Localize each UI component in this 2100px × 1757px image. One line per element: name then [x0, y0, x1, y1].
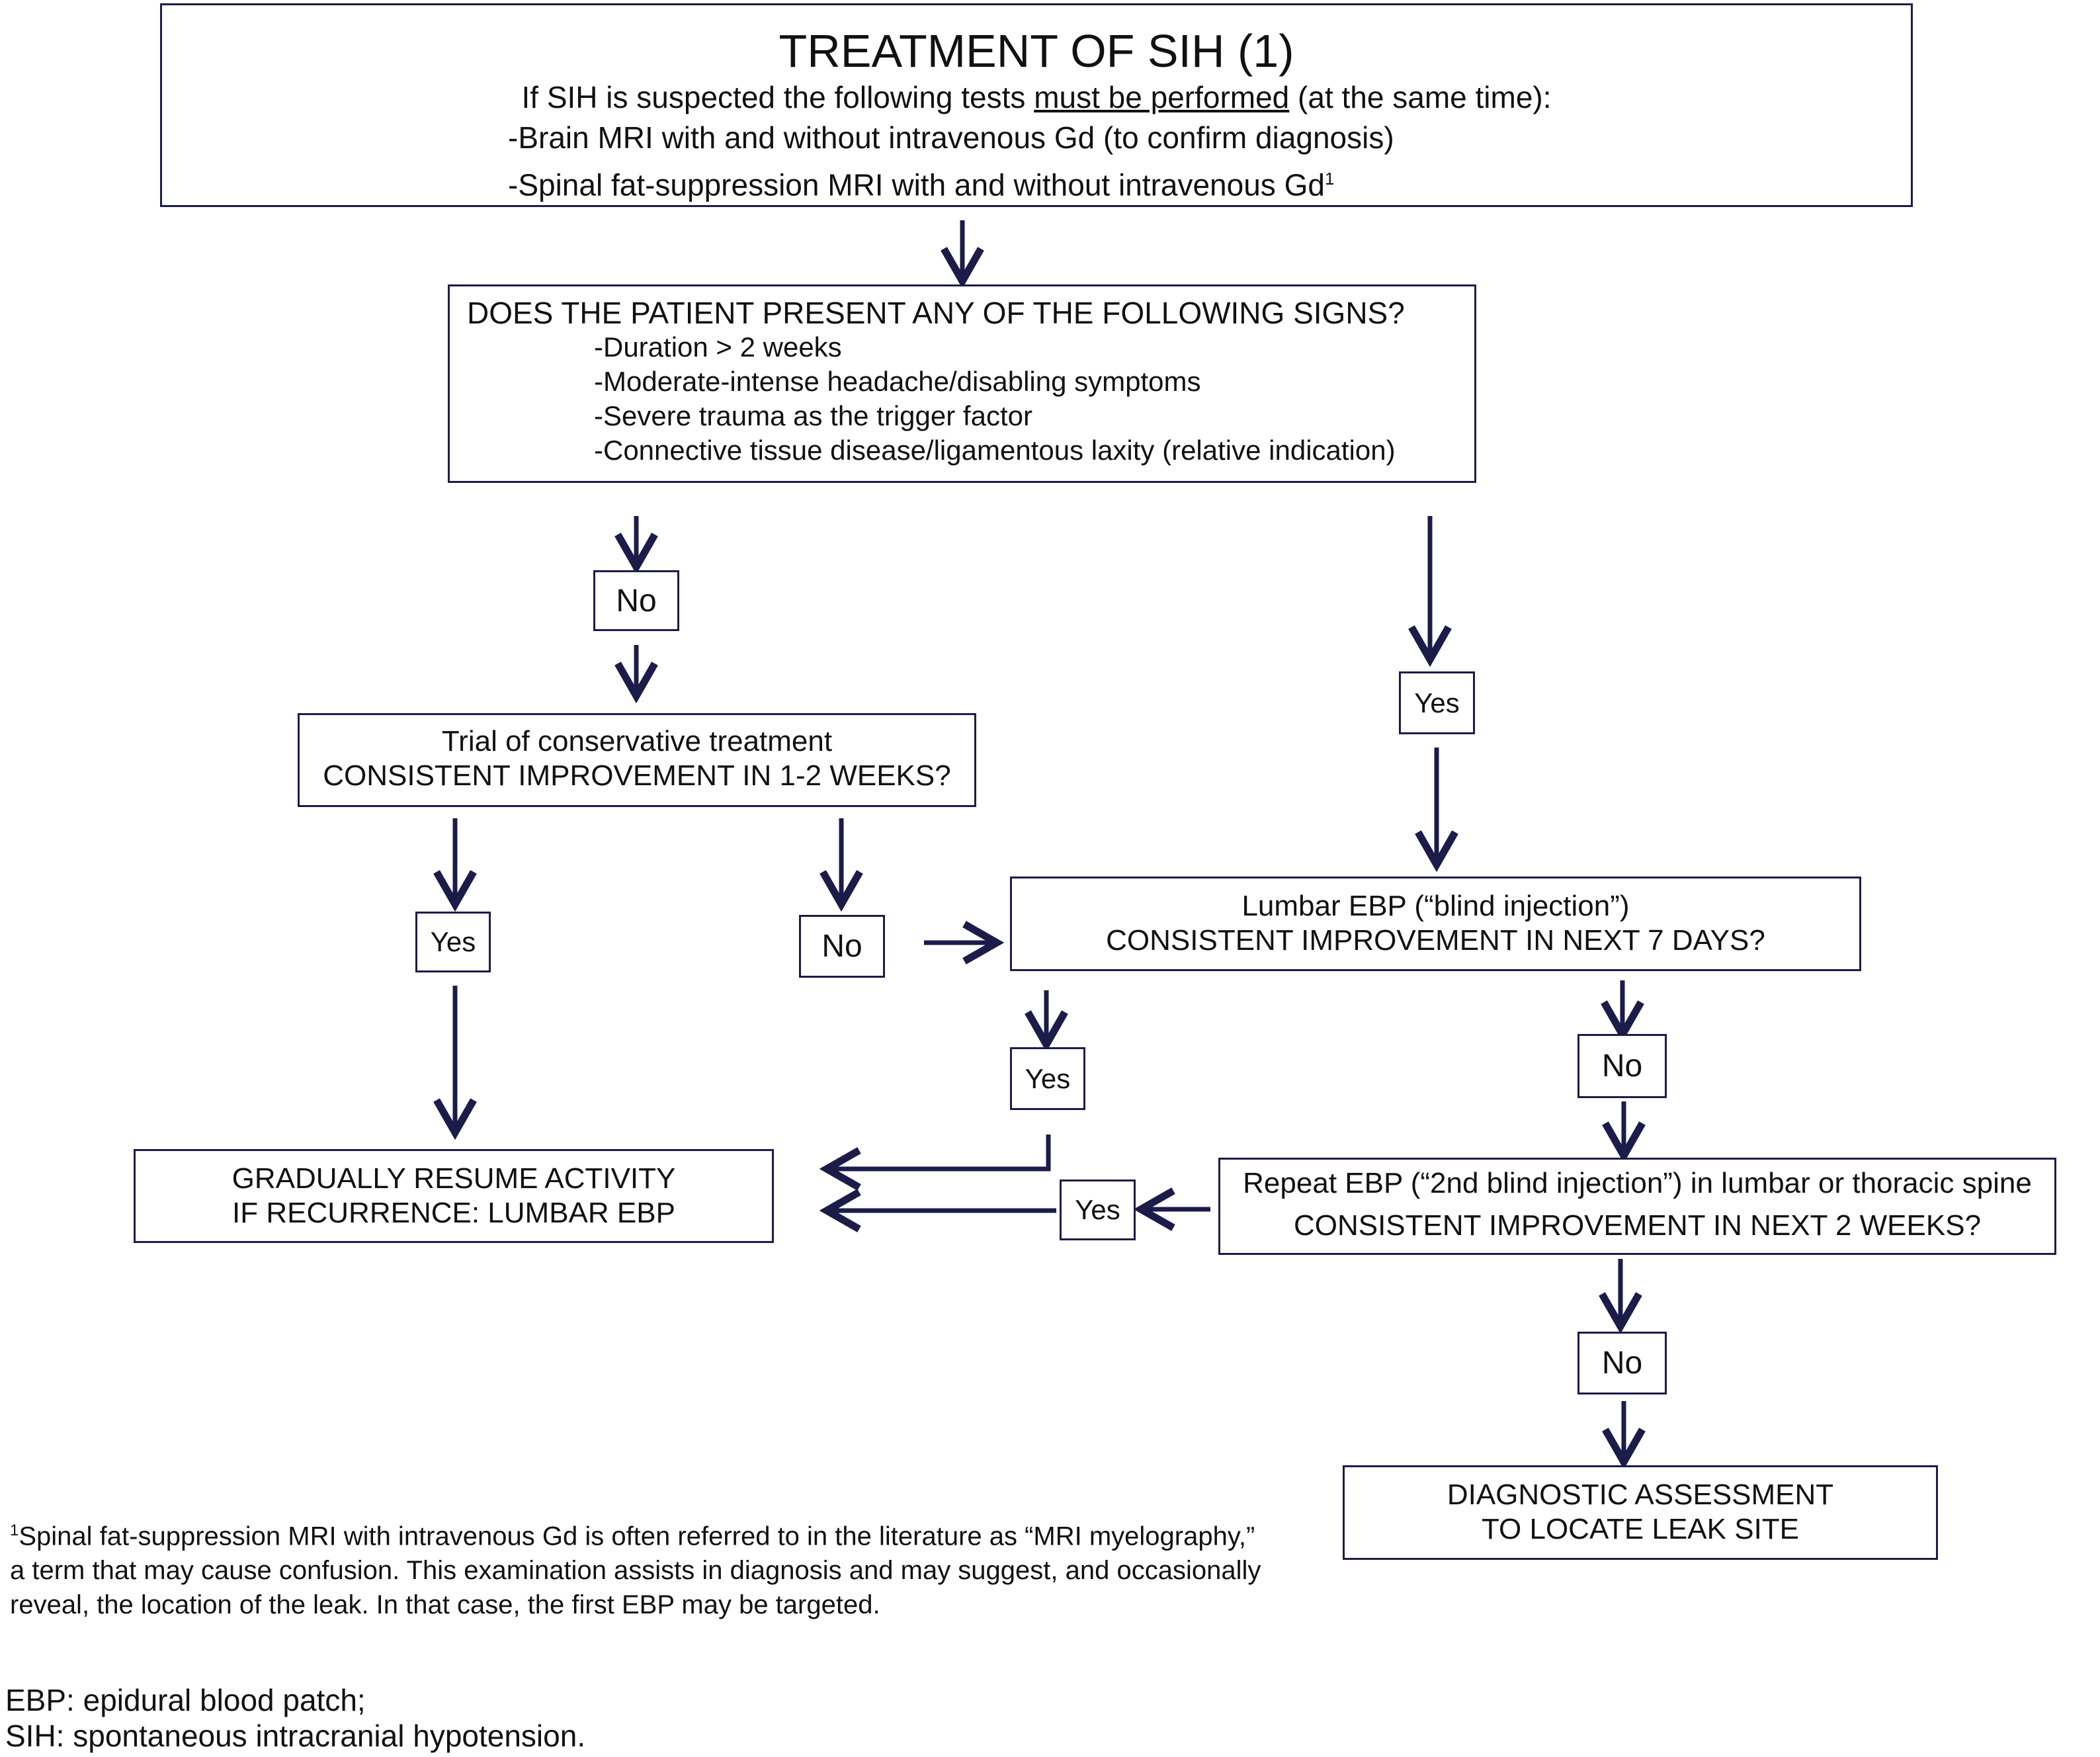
no-label-repeat: No: [1577, 1332, 1667, 1394]
repeat-ebp-box: Repeat EBP (“2nd blind injection”) in lu…: [1218, 1158, 2056, 1255]
footnote-ref: 1: [1324, 169, 1335, 189]
lumbar-line-1: Lumbar EBP (“blind injection”): [1241, 890, 1630, 922]
footnote-line-1: 1Spinal fat-suppression MRI with intrave…: [10, 1521, 1255, 1551]
header-test-2: -Spinal fat-suppression MRI with and wit…: [508, 167, 1335, 202]
footnote: 1Spinal fat-suppression MRI with intrave…: [10, 1514, 1261, 1622]
repeat-line-1: Repeat EBP (“2nd blind injection”) in lu…: [1243, 1167, 2032, 1199]
header-intro: If SIH is suspected the following tests …: [521, 80, 1552, 114]
yes-label-repeat: Yes: [1060, 1179, 1136, 1240]
yes-label-conservative: Yes: [415, 912, 491, 972]
signs-item: -Severe trauma as the trigger factor: [594, 400, 1032, 431]
resume-line-2: IF RECURRENCE: LUMBAR EBP: [232, 1197, 675, 1229]
signs-box: DOES THE PATIENT PRESENT ANY OF THE FOLL…: [448, 284, 1476, 483]
signs-item: -Connective tissue disease/ligamentous l…: [594, 435, 1396, 466]
signs-item: -Duration > 2 weeks: [594, 331, 842, 363]
arrow-yes-to-resume-upper: [819, 1135, 1051, 1191]
lumbar-ebp-box: Lumbar EBP (“blind injection”) CONSISTEN…: [1010, 877, 1861, 971]
yes-label-lumbar: Yes: [1010, 1047, 1085, 1110]
footnote-line-3: reveal, the location of the leak. In tha…: [10, 1590, 880, 1620]
resume-activity-box: GRADUALLY RESUME ACTIVITY IF RECURRENCE:…: [134, 1149, 774, 1243]
abbreviations: EBP: epidural blood patch; SIH: spontane…: [5, 1682, 585, 1754]
signs-item: -Moderate-intense headache/disabling sym…: [594, 366, 1201, 397]
signs-question: DOES THE PATIENT PRESENT ANY OF THE FOLL…: [467, 296, 1405, 330]
diagnostic-line-2: TO LOCATE LEAK SITE: [1481, 1513, 1800, 1545]
yes-label-signs: Yes: [1399, 671, 1475, 734]
diagnostic-box: DIAGNOSTIC ASSESSMENT TO LOCATE LEAK SIT…: [1343, 1465, 1938, 1560]
diagnostic-line-1: DIAGNOSTIC ASSESSMENT: [1447, 1478, 1834, 1511]
no-label-signs: No: [593, 570, 679, 631]
lumbar-line-2: CONSISTENT IMPROVEMENT IN NEXT 7 DAYS?: [1106, 924, 1765, 957]
repeat-line-2: CONSISTENT IMPROVEMENT IN NEXT 2 WEEKS?: [1293, 1209, 1982, 1242]
abbr-sih: SIH: spontaneous intracranial hypotensio…: [5, 1719, 586, 1753]
abbr-ebp: EBP: epidural blood patch;: [5, 1683, 366, 1717]
intro-underlined: must be performed: [1034, 80, 1290, 114]
conservative-box: Trial of conservative treatment CONSISTE…: [298, 713, 976, 807]
page-title: TREATMENT OF SIH (1): [778, 25, 1294, 77]
resume-line-1: GRADUALLY RESUME ACTIVITY: [231, 1162, 676, 1195]
conservative-line-2: CONSISTENT IMPROVEMENT IN 1-2 WEEKS?: [323, 759, 951, 792]
no-label-lumbar: No: [1577, 1034, 1667, 1098]
conservative-line-1: Trial of conservative treatment: [441, 725, 833, 757]
header-box: TREATMENT OF SIH (1) If SIH is suspected…: [160, 3, 1913, 207]
no-label-conservative: No: [799, 915, 885, 978]
header-test-1: -Brain MRI with and without intravenous …: [508, 120, 1394, 155]
footnote-line-2: a term that may cause confusion. This ex…: [10, 1556, 1261, 1586]
